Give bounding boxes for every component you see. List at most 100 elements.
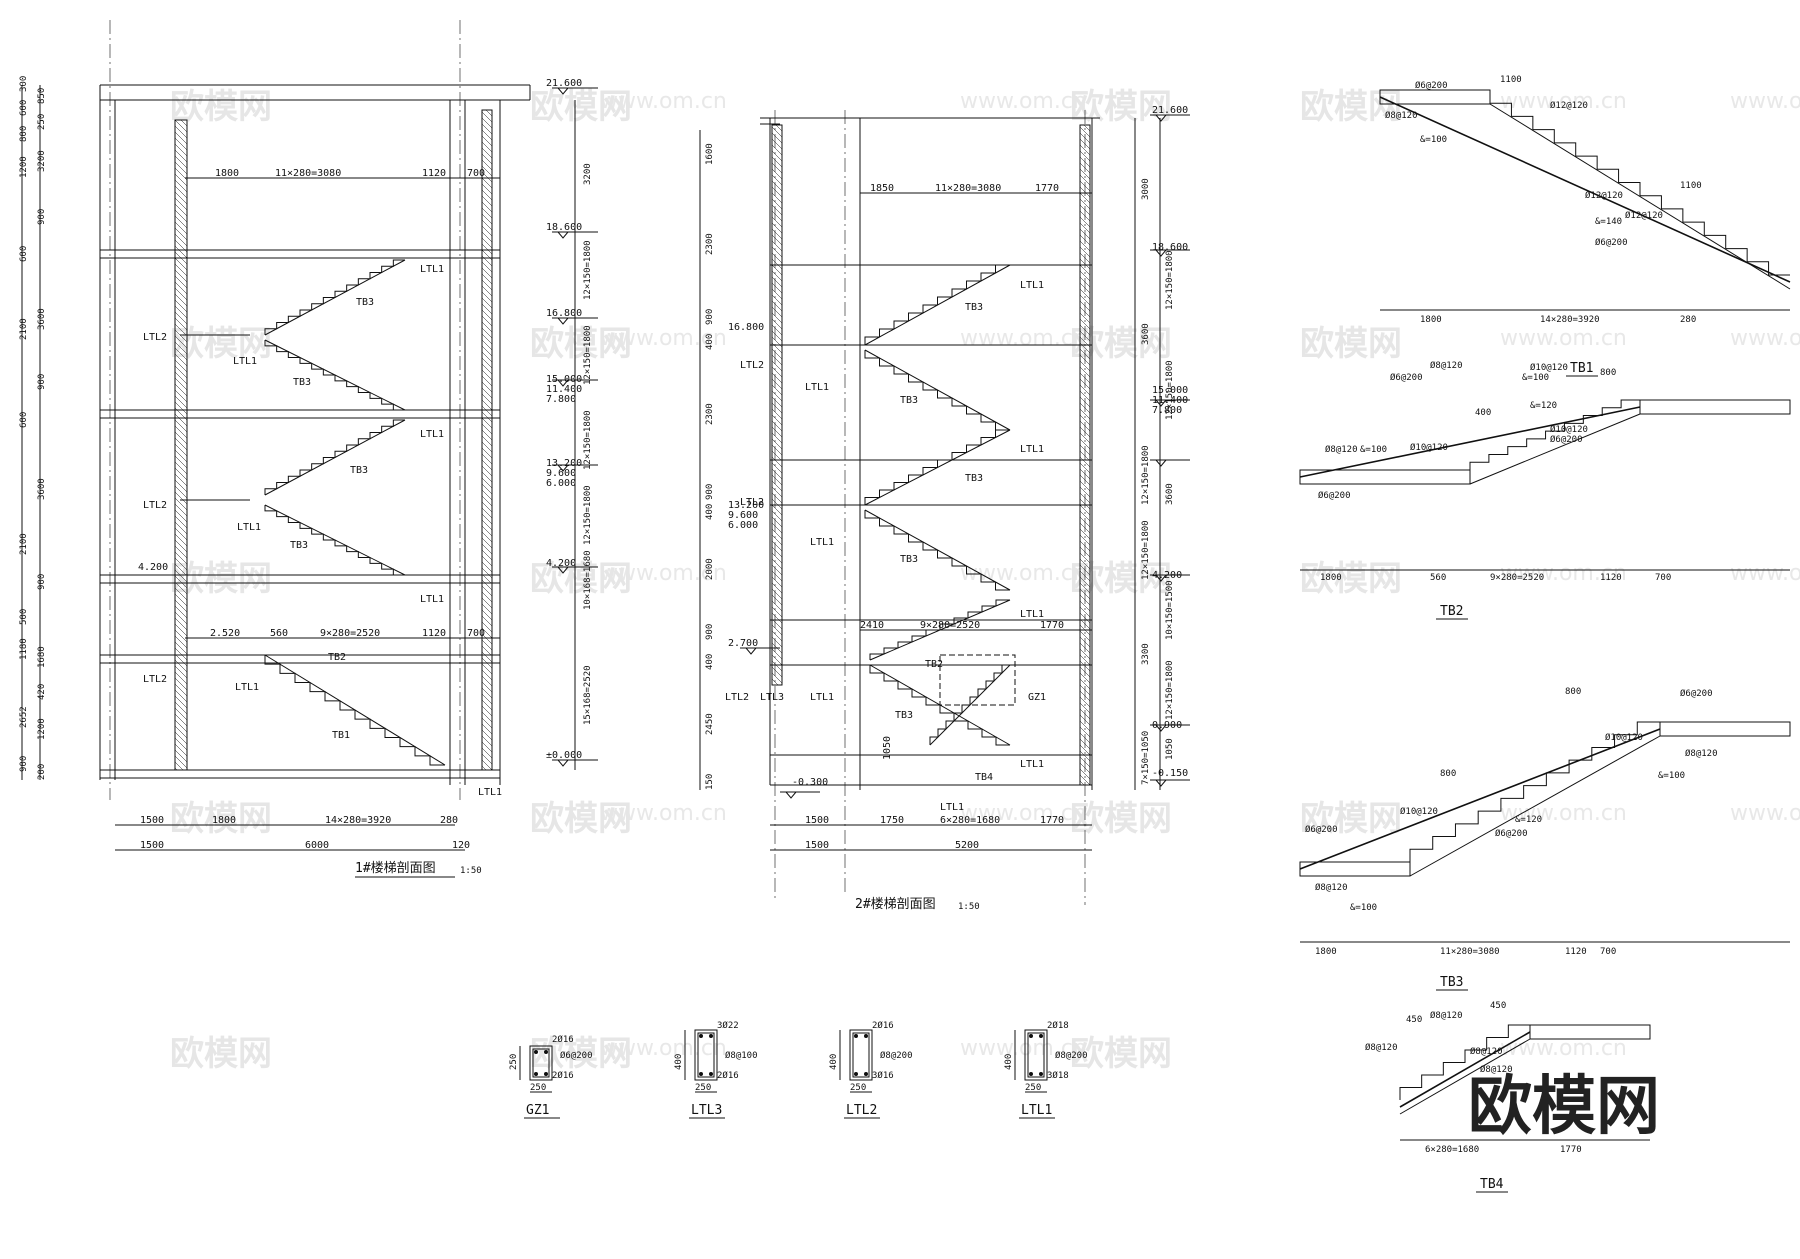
dim-left: 1600 (705, 143, 715, 165)
hatch-line (174, 527, 188, 541)
beam-stirrup (1027, 1032, 1045, 1078)
hatch-line (771, 480, 783, 492)
elevation-label: 4.200 (1152, 570, 1182, 581)
dim-right: 1050 (1165, 738, 1175, 760)
beam-bottom-rebar: 3Ø18 (1047, 1070, 1069, 1081)
hatch-line (481, 459, 493, 471)
hatch-line (771, 222, 783, 234)
member-label: LTL1 (1020, 444, 1044, 455)
beam-bottom-rebar: 2Ø16 (717, 1070, 739, 1081)
elevation-triangle (557, 464, 569, 472)
elevation-triangle (1155, 249, 1167, 257)
dim-right: 10×168=1680 (583, 550, 593, 610)
hatch-line (481, 573, 493, 585)
hatch-line (771, 366, 783, 378)
elevation-triangle (1155, 574, 1167, 582)
hatch-line (771, 504, 783, 516)
rebar-dot (1029, 1034, 1033, 1038)
rebar-dot (854, 1034, 858, 1038)
dim-left: 500 (19, 609, 29, 625)
hatch-line (1079, 288, 1091, 300)
rebar-dot (709, 1034, 713, 1038)
hatch-line (771, 156, 783, 168)
dim-right: 12×150=1800 (583, 325, 593, 385)
rebar-label: Ø10@120 (1605, 732, 1643, 743)
hatch-line (771, 648, 783, 660)
hatch-line (481, 717, 493, 729)
rebar-label: Ø8@120 (1480, 1064, 1513, 1075)
dim-right: 12×150=1800 (1165, 360, 1175, 420)
beam-stirrup (532, 1048, 550, 1078)
dim-left: 2300 (705, 233, 715, 255)
dim-top: 1850 (870, 183, 894, 194)
member-label: LTL1 (1020, 280, 1044, 291)
hatch-line (771, 666, 783, 678)
hatch-line (771, 414, 783, 426)
hatch-line (481, 183, 493, 195)
beam-top-rebar: 3Ø22 (717, 1020, 739, 1031)
hatch-line (174, 533, 188, 547)
hatch-line (174, 257, 188, 271)
hatch-line (481, 123, 493, 135)
hatch-line (180, 119, 188, 127)
hatch-line (481, 669, 493, 681)
dim-top: 1800 (215, 168, 239, 179)
hatch-line (771, 228, 783, 240)
dim-label: 1800 (1320, 573, 1342, 583)
hatch-line (771, 618, 783, 630)
hatch-line (174, 221, 188, 235)
rebar-dot (699, 1034, 703, 1038)
detail-title: TB4 (1480, 1177, 1504, 1192)
hatch-line (771, 570, 783, 582)
elevation-label: 9.600 (546, 468, 576, 479)
hatch-line (771, 144, 783, 156)
hatch-line (481, 645, 493, 657)
hatch-line (481, 357, 493, 369)
hatch-line (481, 321, 493, 333)
hatch-line (1079, 294, 1091, 306)
hatch-line (771, 252, 783, 264)
dim-label: 1770 (1560, 1145, 1582, 1155)
hatch-line (174, 365, 188, 379)
hatch-line (481, 633, 493, 645)
hatch-line (481, 393, 493, 405)
rebar-dot (1039, 1034, 1043, 1038)
hatch-line (174, 383, 188, 397)
hatch-line (174, 443, 188, 457)
dim-right: 3600 (1141, 323, 1151, 345)
hatch-line (771, 294, 783, 306)
hatch-line (174, 227, 188, 241)
hatch-line (771, 432, 783, 444)
elevation-label: 4.200 (546, 558, 576, 569)
rebar-label: Ø10@120 (1530, 362, 1568, 373)
rebar-label: &=120 (1515, 815, 1542, 825)
hatch-line (481, 609, 493, 621)
hatch-line (174, 425, 188, 439)
hatch-line (771, 132, 783, 144)
hatch-line (771, 390, 783, 402)
dim-left: 1200 (37, 718, 47, 740)
elevation-label: ±0.000 (546, 750, 582, 761)
rebar-label: Ø6@200 (1415, 80, 1448, 91)
dim-left: 400 (705, 654, 715, 670)
hatch-line (1079, 144, 1091, 156)
tb4-rebar (1399, 1031, 1531, 1108)
wall-hatch-left (771, 124, 783, 686)
hatch-line (174, 479, 188, 493)
dim-left: 1180 (19, 638, 29, 660)
beam-outline-ltl3 (694, 1029, 718, 1081)
hatch-line (174, 587, 188, 601)
elevation-label: 15.000 (1152, 385, 1188, 396)
hatch-line (174, 503, 188, 517)
detail-title: TB2 (1440, 604, 1463, 619)
rebar-label: Ø6@200 (1318, 490, 1351, 501)
hatch-line (481, 171, 493, 183)
tb1-soffit (1489, 103, 1791, 290)
hatch-line (771, 450, 783, 462)
hatch-line (481, 369, 493, 381)
member-label: TB3 (965, 473, 983, 484)
hatch-line (1079, 126, 1091, 138)
hatch-line (771, 486, 783, 498)
watermark-site: www.om.cn (1500, 326, 1627, 351)
hatch-line (174, 437, 188, 451)
